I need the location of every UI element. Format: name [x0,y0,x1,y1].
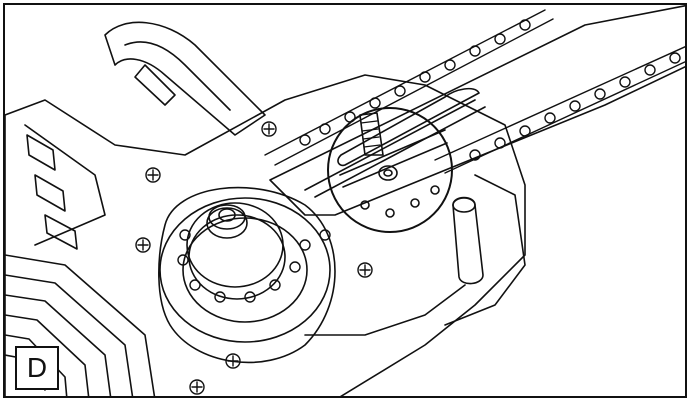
grip-slot-2 [34,174,66,212]
housing-bottom [304,284,466,336]
adjust-slot [337,87,480,167]
chainsaw-bar-chain-illustration [5,5,685,396]
sprocket-recess [158,186,336,364]
grip-slot-1 [26,134,56,171]
sprocket-ring-inner [182,217,308,323]
saw-chain-top [264,9,554,166]
guide-bar [269,5,685,216]
handle-inner [124,41,231,111]
figure-frame: D [3,3,687,398]
detail-magnifier [327,107,453,233]
housing-body [5,74,526,396]
drum-hub-top [208,204,246,230]
guide-bar-slot-2 [314,106,486,198]
screws [135,121,373,395]
saw-chain-sprocket [177,229,331,303]
drum-hub [206,207,248,239]
grip-slot-3 [44,214,78,250]
guide-bar-slot [304,99,476,191]
housing-ridge [24,124,106,246]
clutch-drum-lower [188,214,286,300]
figure-label: D [15,346,59,390]
rear-handle [104,21,266,136]
handle-slot [134,64,176,106]
housing-right [444,174,526,326]
drum-nut [218,208,236,222]
tension-screw [359,112,384,156]
saw-chain-bottom [434,46,685,174]
tension-pin [378,165,398,181]
sprocket-ring-outer [159,197,331,343]
